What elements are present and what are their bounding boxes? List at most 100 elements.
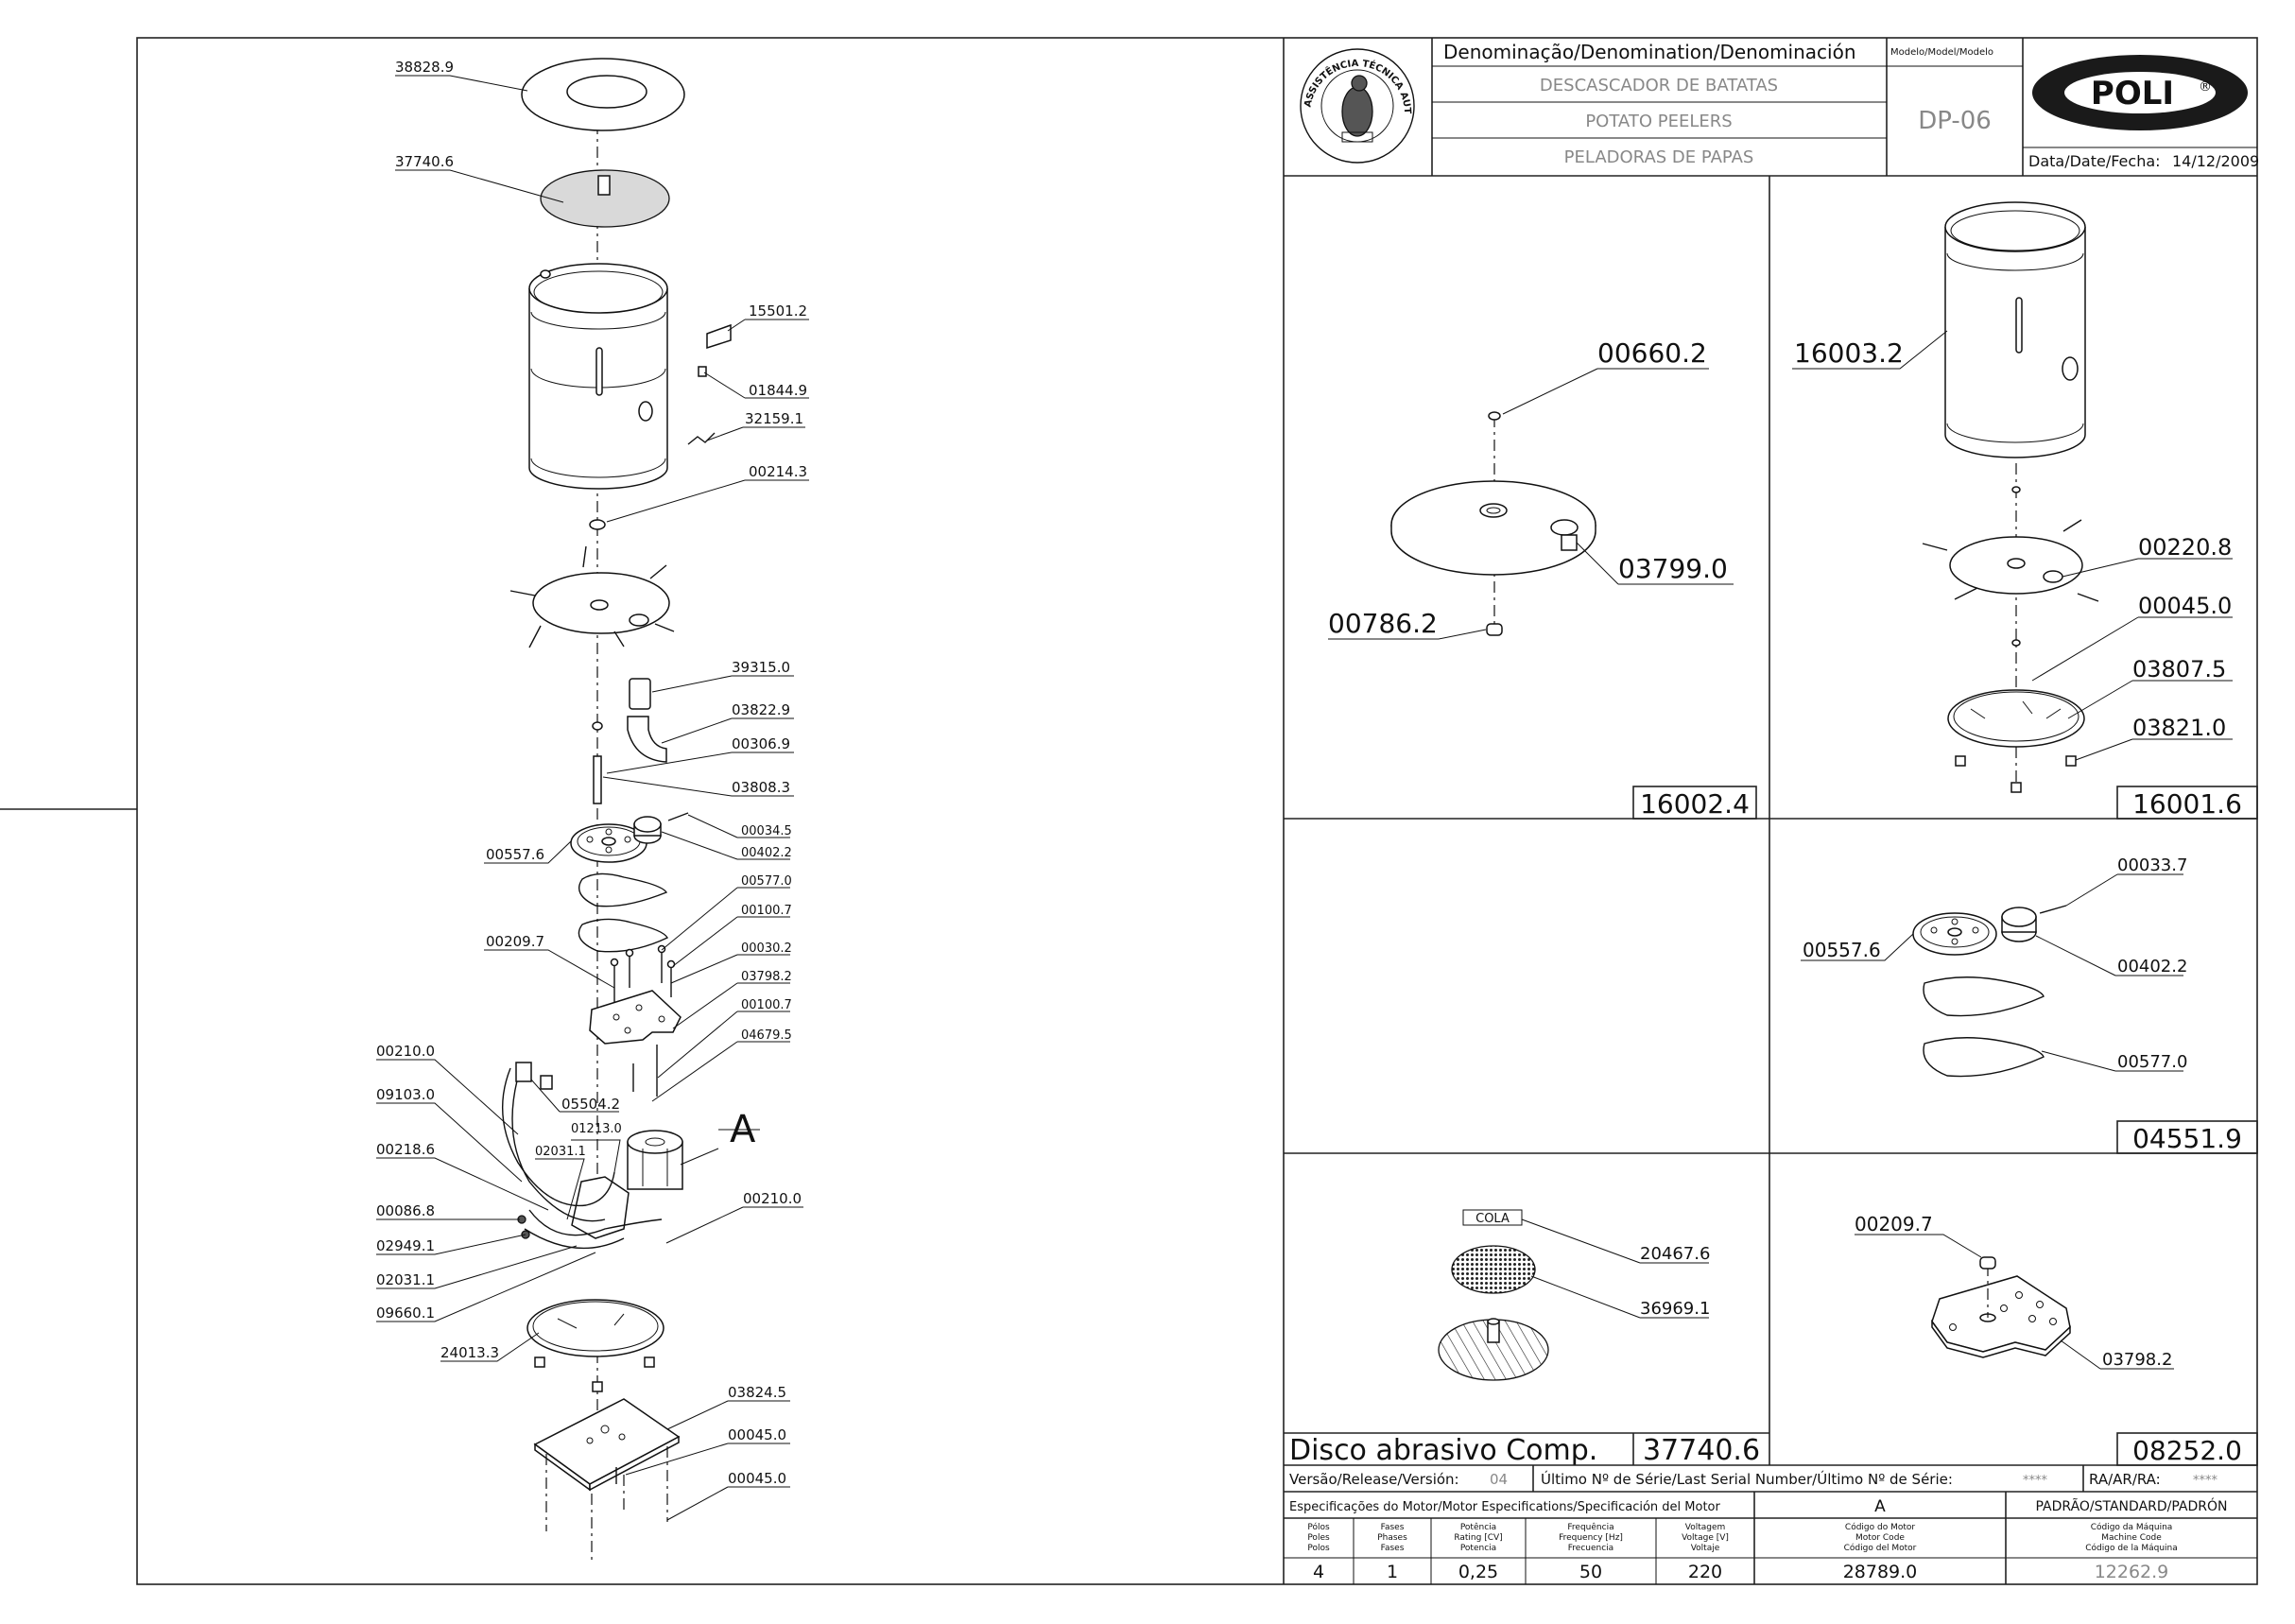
callout: 00209.7 bbox=[1855, 1213, 1933, 1235]
product-name-pt: DESCASCADOR DE BATATAS bbox=[1540, 76, 1778, 95]
callout: 00402.2 bbox=[741, 846, 792, 860]
col-header: Fases bbox=[1381, 1544, 1405, 1553]
callout: 00045.0 bbox=[2138, 593, 2232, 619]
callout: 03808.3 bbox=[732, 779, 790, 796]
panel-code: 04551.9 bbox=[2132, 1123, 2242, 1154]
callout: 36969.1 bbox=[1640, 1299, 1710, 1319]
callout: 05504.2 bbox=[561, 1096, 620, 1113]
panel-08252: 00209.7 03798.2 08252.0 bbox=[1855, 1213, 2258, 1466]
panel-title: Disco abrasivo Comp. bbox=[1289, 1434, 1597, 1467]
machine-code-value: 12262.9 bbox=[2095, 1562, 2169, 1582]
motor-pulley-part bbox=[633, 812, 689, 844]
date-value: 14/12/2009 bbox=[2172, 152, 2259, 170]
col-header: Machine Code bbox=[2101, 1533, 2162, 1543]
motor-code-value: 28789.0 bbox=[1843, 1562, 1918, 1582]
callout: 00045.0 bbox=[728, 1470, 786, 1487]
col-header: Rating [CV] bbox=[1454, 1533, 1502, 1543]
callout: 00220.8 bbox=[2138, 534, 2232, 561]
serial-value: **** bbox=[2023, 1474, 2048, 1488]
view-a-label: A bbox=[730, 1108, 756, 1151]
callout: 16003.2 bbox=[1794, 337, 1904, 369]
callout: 03798.2 bbox=[2102, 1350, 2172, 1370]
denomination-header: Denominação/Denomination/Denominación bbox=[1443, 41, 1856, 63]
callout: 03824.5 bbox=[728, 1384, 786, 1401]
callout: 00786.2 bbox=[1328, 608, 1438, 639]
callout: 02031.1 bbox=[376, 1271, 435, 1288]
bottom-plate-part bbox=[533, 1398, 681, 1564]
col-header: Motor Code bbox=[1855, 1533, 1905, 1543]
base-plate-part bbox=[509, 545, 675, 648]
callout: 00030.2 bbox=[741, 942, 792, 956]
main-callouts: 38828.9 37740.6 15501.2 01844.9 32159.1 … bbox=[376, 59, 807, 1487]
callout: 00557.6 bbox=[1803, 939, 1881, 961]
date-label: Data/Date/Fecha: bbox=[2028, 152, 2161, 170]
standard-label: PADRÃO/STANDARD/PADRÓN bbox=[2036, 1497, 2228, 1514]
col-header: Código da Máquina bbox=[2091, 1522, 2173, 1532]
bolt-group bbox=[610, 944, 676, 1002]
pulley-part bbox=[570, 823, 647, 863]
callout: 04679.5 bbox=[741, 1028, 792, 1043]
callout: 01213.0 bbox=[571, 1122, 622, 1136]
motor-letter: A bbox=[1874, 1497, 1886, 1516]
version-label: Versão/Release/Versión: bbox=[1289, 1471, 1459, 1488]
panel-code: 37740.6 bbox=[1643, 1434, 1760, 1467]
col-header: Poles bbox=[1307, 1533, 1330, 1543]
panel-04551: 00033.7 00557.6 00402.2 00577.0 04551.9 bbox=[1801, 855, 2258, 1154]
callout: 09103.0 bbox=[376, 1086, 435, 1103]
callout: 02949.1 bbox=[376, 1237, 435, 1254]
col-header: Voltage [V] bbox=[1682, 1533, 1729, 1543]
col-header: Frecuencia bbox=[1568, 1544, 1613, 1553]
voltage-value: 220 bbox=[1688, 1562, 1722, 1582]
motor-part bbox=[571, 1130, 683, 1239]
ra-value: **** bbox=[2193, 1474, 2218, 1488]
callout: 00210.0 bbox=[743, 1190, 802, 1207]
frequency-value: 50 bbox=[1579, 1562, 1602, 1582]
poli-logo-mark: ® bbox=[2199, 79, 2212, 95]
callout: 03807.5 bbox=[2132, 656, 2226, 682]
callout: 00557.6 bbox=[486, 846, 544, 863]
panel-code: 08252.0 bbox=[2132, 1435, 2242, 1466]
panel-37740: COLA 20467.6 36969.1 Disco abrasivo Comp… bbox=[1284, 1209, 1769, 1467]
main-exploded-view: 38828.9 37740.6 15501.2 01844.9 32159.1 … bbox=[376, 58, 809, 1564]
callout: 03822.9 bbox=[732, 701, 790, 718]
panel-code: 16002.4 bbox=[1640, 788, 1750, 820]
panel-code: 16001.6 bbox=[2132, 788, 2242, 820]
callout: 32159.1 bbox=[745, 410, 803, 427]
callout: 03799.0 bbox=[1618, 553, 1728, 584]
panel-16001: 16003.2 00220.8 00045.0 03807.5 03821.0 … bbox=[1792, 201, 2258, 820]
callout: 38828.9 bbox=[395, 59, 454, 76]
col-header: Código del Motor bbox=[1844, 1543, 1917, 1553]
col-header: Fases bbox=[1381, 1523, 1405, 1532]
cola-label: COLA bbox=[1475, 1212, 1510, 1226]
callout: 01844.9 bbox=[749, 382, 807, 399]
callout: 39315.0 bbox=[732, 659, 790, 676]
callout: 09660.1 bbox=[376, 1304, 435, 1322]
col-header: Voltagem bbox=[1685, 1523, 1726, 1532]
cover-part bbox=[521, 58, 685, 131]
poli-logo: POLI ® bbox=[2032, 55, 2248, 130]
poles-value: 4 bbox=[1313, 1562, 1324, 1582]
product-name-en: POTATO PEELERS bbox=[1585, 112, 1732, 131]
base-ring-part bbox=[526, 1299, 664, 1392]
col-header: Voltaje bbox=[1691, 1544, 1720, 1553]
callout: 00100.7 bbox=[741, 998, 792, 1012]
callout: 00577.0 bbox=[2117, 1052, 2187, 1072]
col-header: Código de la Máquina bbox=[2085, 1543, 2178, 1553]
serial-label: Último Nº de Série/Last Serial Number/Úl… bbox=[1541, 1470, 1953, 1488]
callout: 00402.2 bbox=[2117, 957, 2187, 976]
callout: 00214.3 bbox=[749, 463, 807, 480]
callout: 00210.0 bbox=[376, 1043, 435, 1060]
col-header: Código do Motor bbox=[1845, 1522, 1915, 1532]
callout: 20467.6 bbox=[1640, 1244, 1710, 1264]
abrasive-disc-part bbox=[540, 169, 670, 228]
callout: 00086.8 bbox=[376, 1202, 435, 1219]
col-header: Pólos bbox=[1307, 1522, 1330, 1532]
col-header: Phases bbox=[1377, 1533, 1407, 1543]
col-header: Polos bbox=[1307, 1544, 1330, 1553]
ra-label: RA/AR/RA: bbox=[2089, 1471, 2161, 1488]
panel-16002: 00660.2 03799.0 00786.2 16002.4 bbox=[1328, 337, 1757, 820]
callout: 24013.3 bbox=[440, 1344, 499, 1361]
callout: 00045.0 bbox=[728, 1426, 786, 1443]
col-header: Frequency [Hz] bbox=[1559, 1533, 1623, 1543]
